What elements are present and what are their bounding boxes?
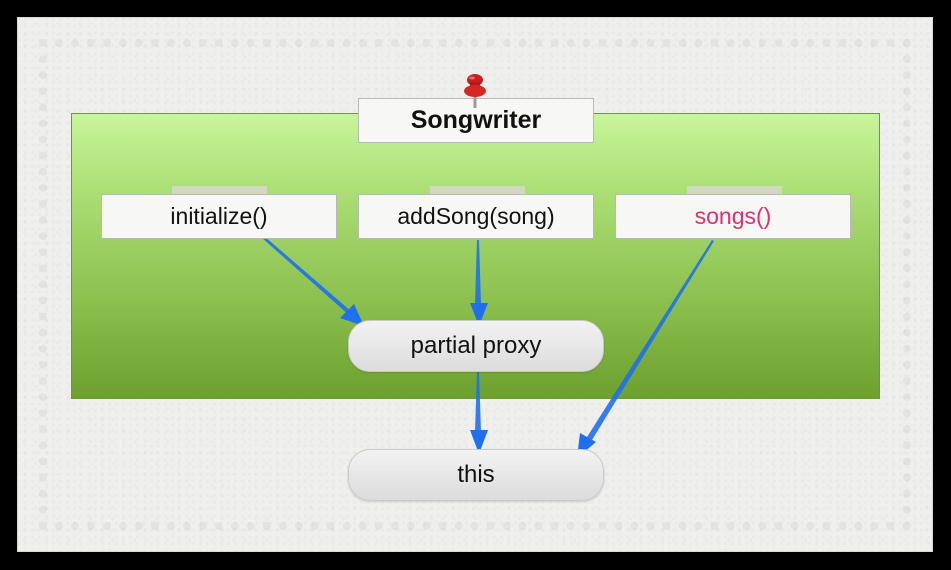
method-label: initialize() <box>170 203 268 229</box>
method-label: songs() <box>694 203 772 229</box>
method-songs: songs() <box>615 194 851 239</box>
arrow-proxy-to-this <box>470 372 488 454</box>
node-label: partial proxy <box>410 332 542 359</box>
this-node: this <box>348 449 604 501</box>
node-label: this <box>457 461 495 488</box>
method-addsong: addSong(song) <box>358 194 594 239</box>
class-title: Songwriter <box>410 106 542 134</box>
arrow-addsong-to-proxy <box>470 240 488 326</box>
method-label: addSong(song) <box>397 203 555 229</box>
partial-proxy-node: partial proxy <box>348 320 604 372</box>
pushpin-icon <box>464 74 486 108</box>
arrow-initialize-to-proxy <box>262 236 364 326</box>
method-initialize: initialize() <box>101 194 337 239</box>
